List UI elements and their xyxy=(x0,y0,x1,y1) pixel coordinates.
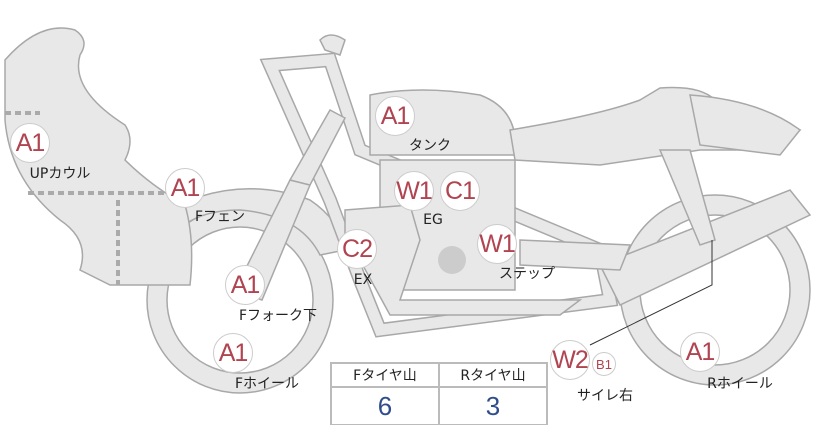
part-label-engine: EG xyxy=(423,212,443,228)
damage-code-muffler-right-2[interactable]: B1 xyxy=(592,352,616,376)
front-tire-value: 6 xyxy=(330,386,440,425)
part-label-exhaust: EX xyxy=(353,272,373,288)
tail xyxy=(689,94,802,156)
damage-code-engine-2[interactable]: C1 xyxy=(440,171,480,211)
part-label-front-wheel: Fホイール xyxy=(234,376,300,392)
tire-tread-table: Fタイヤ山 Rタイヤ山 6 3 xyxy=(330,362,548,425)
damage-code-upper-cowl[interactable]: A1 xyxy=(10,123,50,163)
part-label-rear-wheel: Rホイール xyxy=(707,376,773,392)
part-label-upper-cowl: UPカウル xyxy=(29,166,91,182)
handlebar xyxy=(319,34,346,56)
upper-cowl xyxy=(4,27,193,286)
damage-code-exhaust[interactable]: C2 xyxy=(337,229,377,269)
damage-code-front-fork-lower[interactable]: A1 xyxy=(225,265,265,305)
damage-code-front-wheel[interactable]: A1 xyxy=(213,333,253,373)
rear-tire-value: 3 xyxy=(438,386,548,425)
rear-tire-header: Rタイヤ山 xyxy=(438,362,548,388)
damage-code-front-fender[interactable]: A1 xyxy=(165,168,205,208)
part-label-front-fork-lower: Fフォーク下 xyxy=(238,308,318,324)
muffler xyxy=(598,189,812,306)
rear-frame xyxy=(658,149,716,246)
part-label-muffler-right: サイレ右 xyxy=(577,388,633,404)
part-label-front-fender: Fフェン xyxy=(194,209,246,225)
damage-code-tank[interactable]: A1 xyxy=(375,96,415,136)
damage-code-engine-1[interactable]: W1 xyxy=(394,171,434,211)
damage-code-muffler-right-1[interactable]: W2 xyxy=(550,340,590,380)
part-label-step: ステップ xyxy=(499,266,555,282)
part-label-tank: タンク xyxy=(409,138,451,154)
damage-code-step[interactable]: W1 xyxy=(477,224,517,264)
damage-code-rear-wheel[interactable]: A1 xyxy=(680,332,720,372)
front-tire-header: Fタイヤ山 xyxy=(330,362,440,388)
